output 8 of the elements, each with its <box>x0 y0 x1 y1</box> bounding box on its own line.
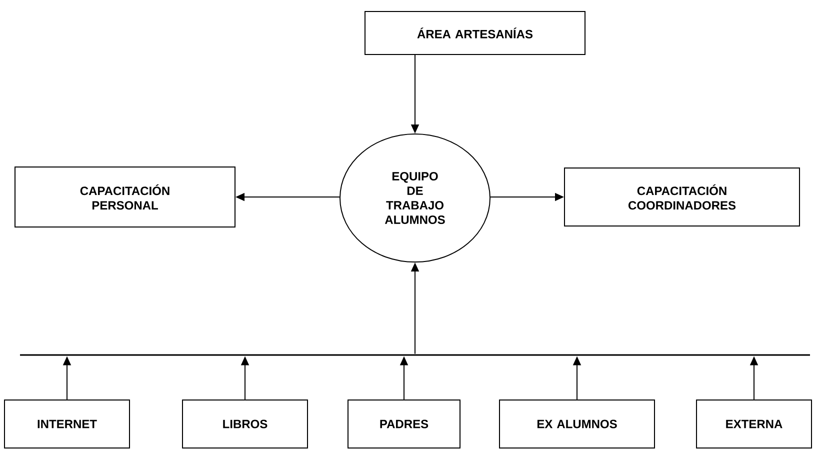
process-box: ÁREA ARTESANÍAS <box>364 11 586 55</box>
process-box: PADRES <box>348 400 460 448</box>
process-box: EXTERNA <box>696 400 812 448</box>
process-box: INTERNET <box>4 400 130 448</box>
process-box: CAPACITACIÓN PERSONAL <box>14 166 236 228</box>
process-box: LIBROS <box>182 400 308 448</box>
process-box: CAPACITACIÓN COORDINADORES <box>564 168 800 226</box>
process-box: EX ALUMNOS <box>499 400 655 448</box>
